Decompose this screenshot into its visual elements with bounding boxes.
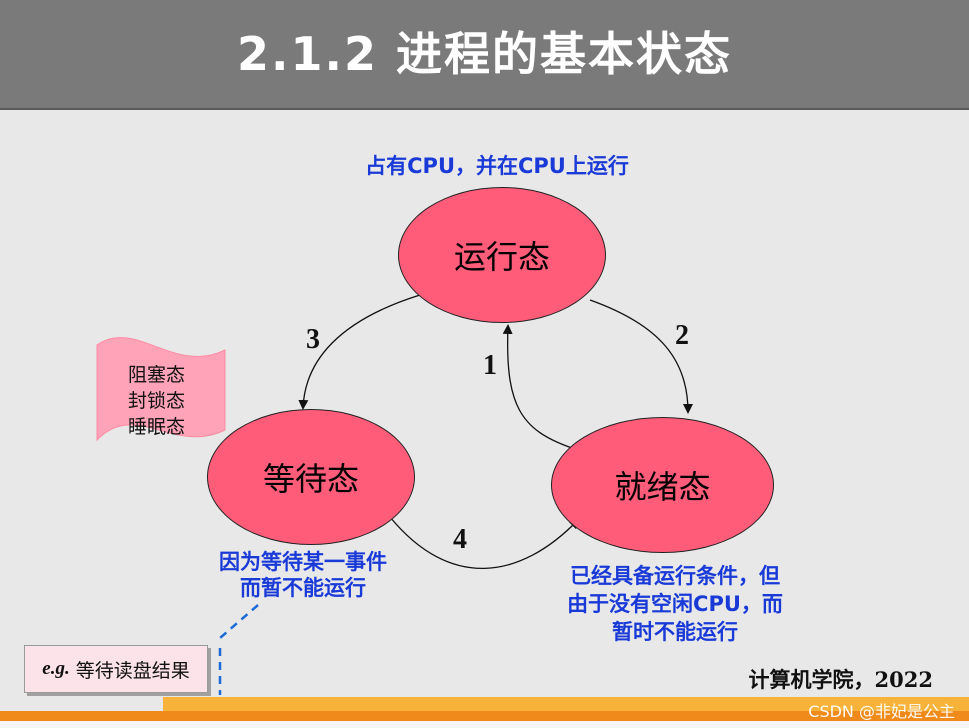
transition-label-4: 4 <box>453 524 467 555</box>
watermark: CSDN @非妃是公主 <box>808 702 955 721</box>
waiting-aliases: 阻塞态 封锁态 睡眠态 <box>128 362 185 440</box>
example-box: e.g. 等待读盘结果 <box>24 645 208 693</box>
page-title: 2.1.2 进程的基本状态 <box>237 27 732 81</box>
state-running: 运行态 <box>398 187 606 323</box>
transition-label-1: 1 <box>483 350 497 381</box>
alias-item: 封锁态 <box>128 390 186 412</box>
waiting-description: 因为等待某一事件 而暂不能运行 <box>190 549 416 601</box>
state-waiting-label: 等待态 <box>262 460 359 498</box>
header-bar <box>0 0 969 108</box>
footer-strip <box>0 721 969 728</box>
state-ready: 就绪态 <box>551 417 774 553</box>
state-ready-label: 就绪态 <box>614 468 711 506</box>
arrow-3 <box>298 294 421 410</box>
alias-item: 睡眠态 <box>128 416 186 438</box>
example-prefix: e.g. <box>42 658 70 679</box>
ready-desc-line: 已经具备运行条件，但 <box>570 564 780 588</box>
state-waiting: 等待态 <box>207 409 415 545</box>
footer-bar-dark <box>0 711 969 721</box>
arrow-4 <box>389 516 580 570</box>
waiting-desc-line: 因为等待某一事件 <box>219 550 387 574</box>
arrow-1 <box>502 324 573 449</box>
aliases-flag-shape <box>96 337 226 442</box>
transition-label-2: 2 <box>675 320 689 351</box>
footer-bar <box>163 697 969 711</box>
running-description: 占有CPU，并在CPU上运行 <box>365 154 629 178</box>
ready-desc-line: 由于没有空闲CPU，而 <box>567 592 783 616</box>
arrow-2 <box>589 299 693 414</box>
example-text: 等待读盘结果 <box>75 659 190 682</box>
waiting-desc-line: 而暂不能运行 <box>240 576 366 600</box>
state-running-label: 运行态 <box>453 238 550 276</box>
transition-label-3: 3 <box>306 324 320 355</box>
example-callout-line <box>219 604 259 639</box>
header-divider <box>0 108 969 110</box>
ready-description: 已经具备运行条件，但 由于没有空闲CPU，而 暂时不能运行 <box>540 562 810 646</box>
alias-item: 阻塞态 <box>128 364 186 386</box>
ready-desc-line: 暂时不能运行 <box>612 620 738 644</box>
credit-text: 计算机学院，2022 <box>748 667 933 692</box>
